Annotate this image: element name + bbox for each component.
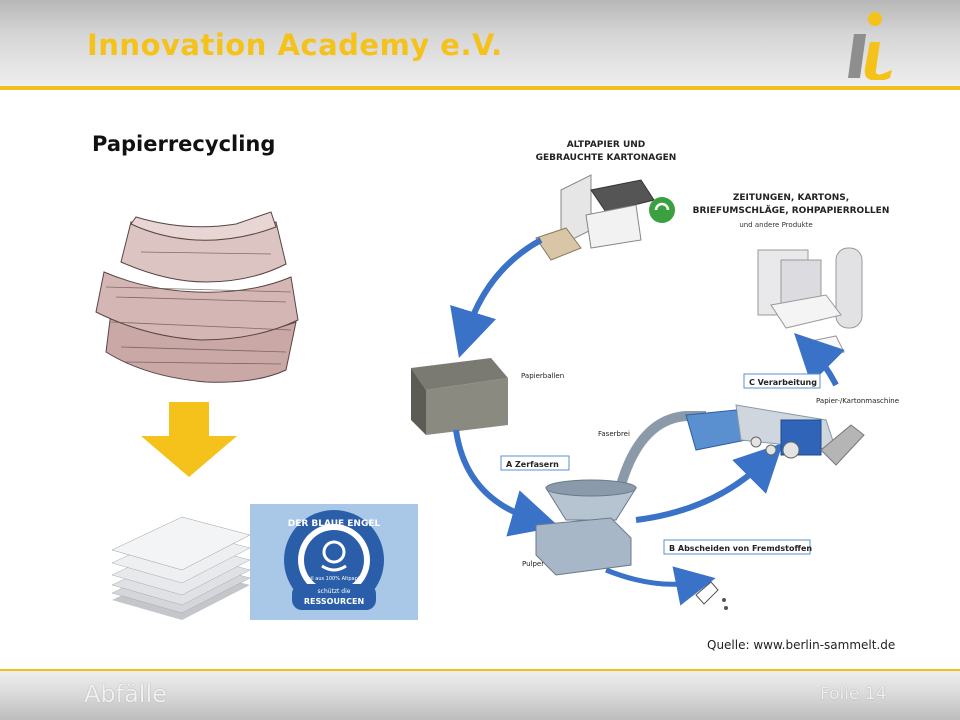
waste-paper-boxes [535,174,675,261]
svg-text:B Abscheiden von Fremdstoffen: B Abscheiden von Fremdstoffen [669,544,812,553]
blue-angel-eco-label: DER BLAUE ENGEL weil aus 100% Altpapier … [250,504,418,620]
pulper-machine [535,479,637,576]
newspaper-stack-image [95,211,299,383]
svg-text:C Verarbeitung: C Verarbeitung [749,378,817,387]
source-citation: Quelle: www.berlin-sammelt.de [707,638,896,652]
logo-dot [868,12,882,26]
paper-products [757,247,863,359]
blue-angel-seal: DER BLAUE ENGEL weil aus 100% Altpapier … [284,510,384,610]
impurities-items [695,581,728,610]
step-c-label: C Verarbeitung [743,373,821,389]
arrow-to-impurities [605,566,716,606]
altpapier-label-line1: ALTPAPIER UND [567,140,646,150]
products-label-line1: ZEITUNGEN, KARTONS, [733,193,849,203]
blue-angel-mid-text: weil aus 100% Altpapier [304,576,365,582]
products-sub-label: und andere Produkte [739,221,812,229]
products-label-line2: BRIEFUMSCHLÄGE, ROHPAPIERROLLEN [693,205,890,216]
recycled-paper-stack-image [111,516,250,620]
section-label: Abfälle [84,680,167,708]
slide-title: Papierrecycling [92,132,276,156]
paper-sheets [111,516,250,620]
blue-angel-bottom-text: RESSOURCEN [304,597,364,606]
step-b-label: B Abscheiden von Fremdstoffen [663,539,812,555]
arrow-to-bale [450,237,543,358]
innovation-academy-logo [848,12,892,80]
faserbrei-label: Faserbrei [598,430,630,438]
machine-label: Papier-/Kartonmaschine [816,397,899,405]
blue-angel-small-text: schützt die [318,588,351,595]
logo-i-stroke [848,34,866,78]
papierballen-label: Papierballen [521,372,564,380]
footer-bar [0,671,960,720]
header-bar [0,0,960,88]
organization-title: Innovation Academy e.V. [87,28,503,62]
angel-emblem-icon [322,540,346,564]
paper-machine [685,404,865,466]
arrow-to-products [794,333,845,387]
step-a-label: A Zerfasern [500,455,570,471]
footer-divider [0,669,960,672]
recycling-icon [649,197,675,223]
header-divider [0,86,960,90]
svg-text:A Zerfasern: A Zerfasern [506,460,559,469]
newspaper-pile [95,211,299,383]
altpapier-label-line2: GEBRAUCHTE KARTONAGEN [536,153,677,163]
recycling-process-diagram: ALTPAPIER UND GEBRAUCHTE KARTONAGEN ZEIT… [411,140,899,610]
down-arrow-icon [141,402,237,477]
logo-l-stroke [864,42,892,80]
arrow-to-machine [635,443,783,523]
paper-bale [411,358,508,435]
arrow-to-pulper [453,429,560,537]
pulper-label: Pulper [522,560,544,568]
slide-number: Folie 14 [820,684,887,704]
blue-angel-top-text: DER BLAUE ENGEL [288,519,381,529]
